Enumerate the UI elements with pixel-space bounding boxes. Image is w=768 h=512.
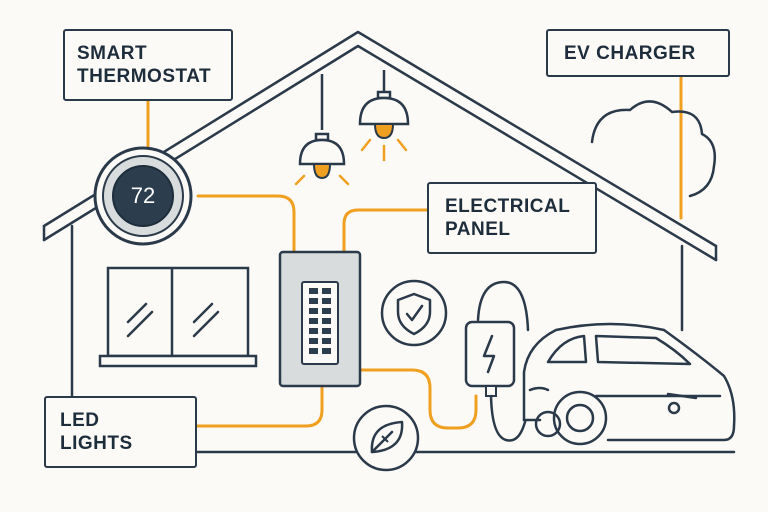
ev-charger-label-line1: EV CHARGER	[564, 42, 696, 64]
smart-thermostat-label-line2: THERMOSTAT	[77, 66, 212, 87]
smart-thermostat-label: SMART THERMOSTAT	[63, 29, 233, 101]
electrical-panel-label-line2: PANEL	[445, 219, 511, 240]
smart-thermostat-label-line1: SMART	[77, 43, 148, 64]
thermostat-icon	[93, 146, 193, 246]
wire-thermostat-panel	[196, 194, 296, 254]
wire-panel-led	[195, 386, 324, 428]
window-icon	[98, 266, 258, 368]
ev-charger-label: EV CHARGER	[546, 29, 730, 77]
pendant-light-icon	[358, 70, 410, 162]
wire-panel-charger	[358, 368, 478, 430]
cloud-icon	[590, 100, 716, 198]
leaf-icon	[352, 404, 420, 472]
ev-charger-icon	[464, 280, 530, 442]
electrical-panel-label-line1: ELECTRICAL	[445, 196, 571, 217]
wire-panel-label	[342, 208, 429, 254]
led-lights-label-line2: LIGHTS	[60, 433, 133, 454]
pendant-light-icon	[294, 74, 350, 186]
led-lights-label-line1: LED	[60, 410, 100, 431]
thermostat-temperature: 72	[130, 183, 156, 208]
led-lights-label: LED LIGHTS	[44, 396, 197, 468]
electrical-panel-icon	[278, 250, 362, 388]
electrical-panel-label: ELECTRICAL PANEL	[427, 182, 597, 254]
electric-car-icon	[522, 322, 736, 446]
shield-check-icon	[380, 279, 448, 347]
wiring	[146, 75, 683, 430]
